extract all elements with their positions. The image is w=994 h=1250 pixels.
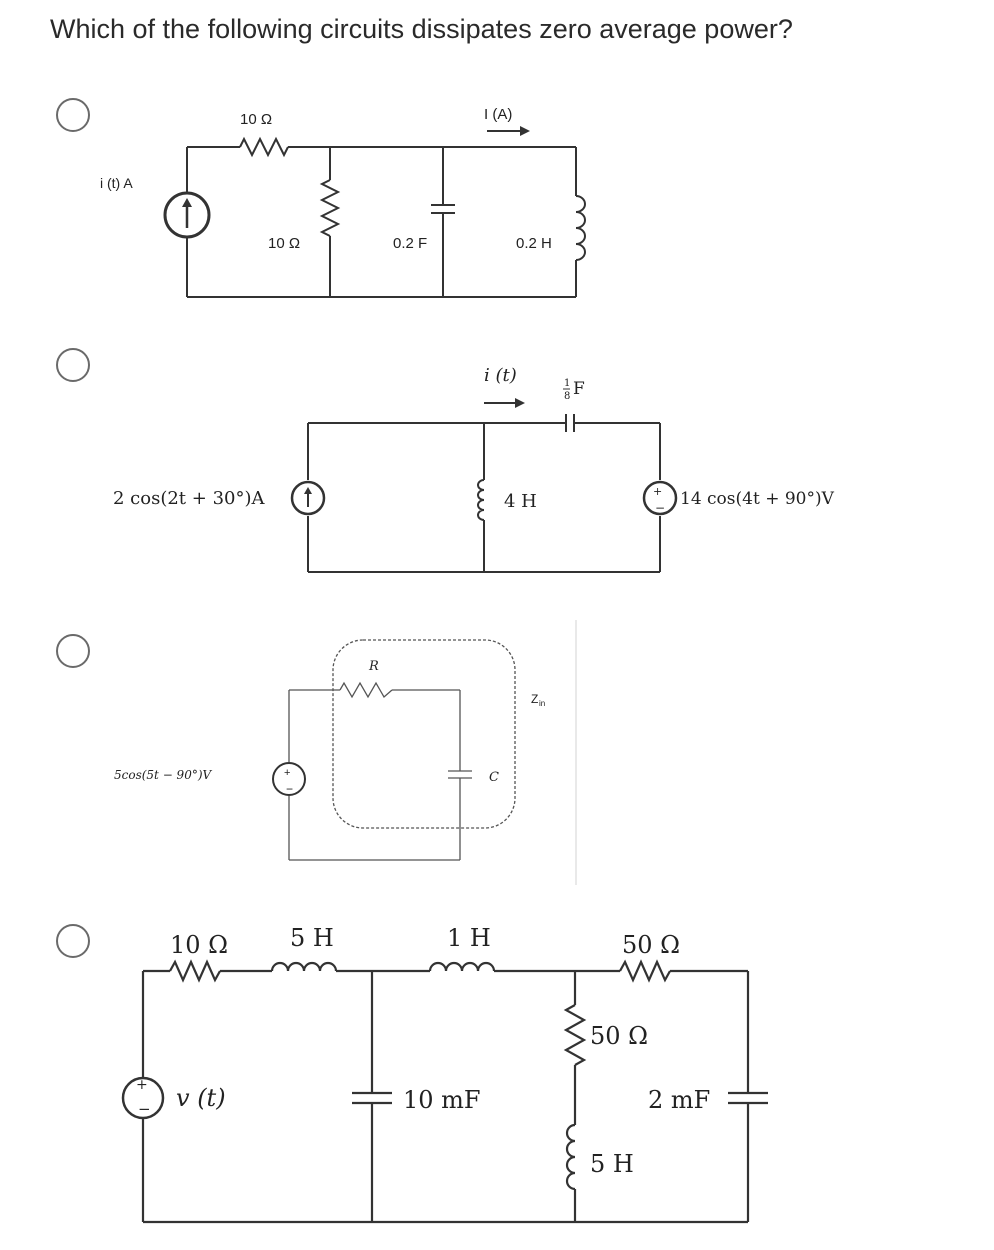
label-d-vs: v (t)	[176, 1084, 226, 1112]
plus-sign-c: +	[284, 767, 290, 779]
label-c-cap: C	[489, 770, 499, 785]
circuit-b: + − i (t) 1 8 F 2 cos(2t + 30°)A 4 H 14 …	[113, 365, 835, 573]
option-c-radio[interactable]	[56, 634, 90, 668]
question-text: Which of the following circuits dissipat…	[50, 14, 793, 44]
option-b-radio[interactable]	[56, 348, 90, 382]
option-a-radio[interactable]	[56, 98, 90, 132]
label-c-zin-sub: in	[539, 699, 545, 708]
label-c-r: R	[368, 659, 379, 674]
circuit-c: + − R Z in 5cos(5t − 90°)V C	[114, 620, 577, 885]
label-b-cap-frac: 1	[564, 378, 570, 389]
label-a-is: i (t) A	[100, 175, 133, 191]
minus-sign-c: −	[286, 782, 293, 796]
label-a-il: I (A)	[484, 106, 512, 123]
label-a-ind: 0.2 H	[516, 235, 552, 252]
label-d-l1: 5 H	[290, 924, 334, 952]
label-c-zin: Z	[531, 692, 538, 706]
label-d-r2: 50 Ω	[622, 931, 680, 959]
label-b-src1: 2 cos(2t + 30°)A	[113, 488, 265, 509]
option-d-radio[interactable]	[56, 924, 90, 958]
label-a-r2: 10 Ω	[268, 235, 300, 252]
plus-sign-b: +	[653, 485, 662, 498]
label-b-src2: 14 cos(4t + 90°)V	[680, 489, 835, 509]
label-d-l3: 5 H	[590, 1150, 634, 1178]
label-d-r1: 10 Ω	[170, 931, 228, 959]
label-a-cap: 0.2 F	[393, 235, 427, 252]
label-b-ind: 4 H	[504, 491, 537, 512]
label-d-l2: 1 H	[447, 924, 491, 952]
circuit-a: 10 Ω I (A) i (t) A 10 Ω 0.2 F 0.2 H	[100, 106, 586, 298]
minus-sign-d: −	[138, 1100, 151, 1118]
label-d-r3: 50 Ω	[590, 1022, 648, 1050]
label-d-cap1: 10 mF	[403, 1086, 481, 1114]
label-c-src: 5cos(5t − 90°)V	[114, 768, 213, 782]
plus-sign-d: +	[136, 1077, 148, 1093]
label-b-iz: i (t)	[484, 365, 517, 386]
label-b-cap-frac-den: 8	[564, 391, 570, 402]
label-a-r1: 10 Ω	[240, 111, 272, 128]
label-d-cap2: 2 mF	[648, 1086, 710, 1114]
label-b-cap: F	[573, 379, 585, 399]
minus-sign-b: −	[655, 501, 665, 515]
